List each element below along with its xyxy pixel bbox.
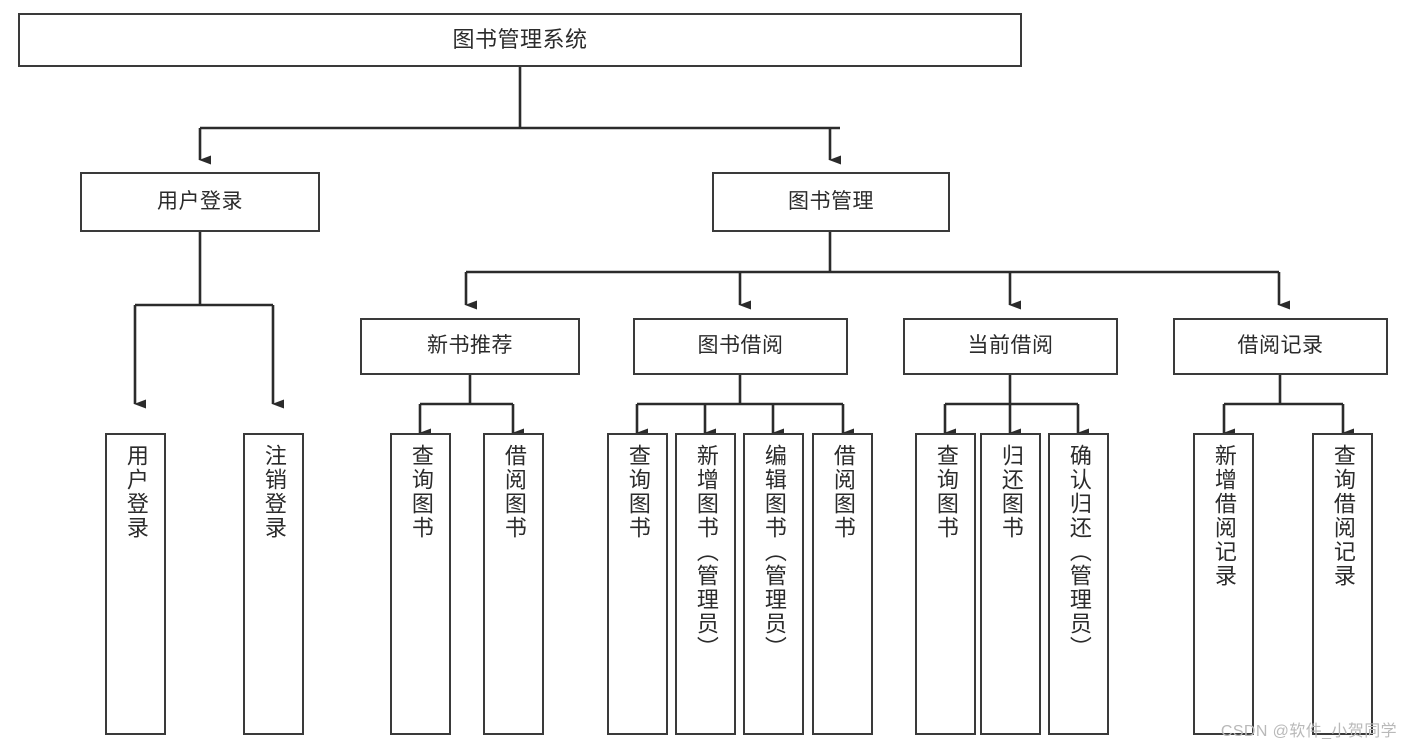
node-label: 借阅图书 bbox=[830, 444, 856, 540]
edges-bookborrow-to-leaves bbox=[635, 375, 854, 438]
node-label: 查询图书 bbox=[625, 444, 651, 540]
leaf-query-borrow-record[interactable]: 查询借阅记录 bbox=[1312, 433, 1373, 735]
edges-userlogin-to-leaves bbox=[133, 232, 284, 409]
node-label: 借阅记录 bbox=[1237, 334, 1324, 358]
node-label: 图书管理系统 bbox=[452, 27, 588, 53]
leaf-query-book-recommend[interactable]: 查询图书 bbox=[390, 433, 451, 735]
leaf-return-book[interactable]: 归还图书 bbox=[980, 433, 1041, 735]
node-label: 新书推荐 bbox=[427, 334, 513, 358]
leaf-borrow-book-recommend[interactable]: 借阅图书 bbox=[483, 433, 544, 735]
leaf-confirm-return-admin[interactable]: 确认归还（管理员） bbox=[1048, 433, 1109, 735]
watermark-text: CSDN @软件_小贺同学 bbox=[1220, 723, 1397, 740]
leaf-edit-book-admin[interactable]: 编辑图书（管理员） bbox=[743, 433, 804, 735]
node-new-book-recommend[interactable]: 新书推荐 bbox=[360, 318, 580, 375]
node-label: 注销登录 bbox=[261, 444, 287, 540]
node-label: 借阅图书 bbox=[501, 444, 527, 540]
node-label: 新增借阅记录 bbox=[1211, 444, 1237, 588]
node-label: 图书借阅 bbox=[697, 334, 784, 358]
node-book-manage[interactable]: 图书管理 bbox=[712, 172, 950, 232]
edges-borrowrecord-to-leaves bbox=[1222, 375, 1354, 438]
leaf-query-book-current[interactable]: 查询图书 bbox=[915, 433, 976, 735]
node-label: 用户登录 bbox=[157, 189, 243, 213]
node-label: 确认归还（管理员） bbox=[1066, 444, 1092, 660]
node-current-borrow[interactable]: 当前借阅 bbox=[903, 318, 1118, 375]
leaf-borrow-book[interactable]: 借阅图书 bbox=[812, 433, 873, 735]
node-label: 用户登录 bbox=[123, 444, 149, 540]
node-label: 图书管理 bbox=[788, 189, 874, 213]
leaf-user-login[interactable]: 用户登录 bbox=[105, 433, 166, 735]
edges-newbook-to-leaves bbox=[418, 375, 524, 438]
node-label: 新增图书（管理员） bbox=[693, 444, 719, 660]
edges-currentborrow-to-leaves bbox=[943, 375, 1089, 438]
node-root-book-management-system[interactable]: 图书管理系统 bbox=[18, 13, 1022, 67]
node-label: 查询图书 bbox=[933, 444, 959, 540]
leaf-add-borrow-record[interactable]: 新增借阅记录 bbox=[1193, 433, 1254, 735]
leaf-add-book-admin[interactable]: 新增图书（管理员） bbox=[675, 433, 736, 735]
node-label: 编辑图书（管理员） bbox=[761, 444, 787, 660]
node-label: 当前借阅 bbox=[967, 334, 1054, 358]
leaf-query-book-borrow[interactable]: 查询图书 bbox=[607, 433, 668, 735]
node-book-borrow[interactable]: 图书借阅 bbox=[633, 318, 848, 375]
node-label: 查询图书 bbox=[408, 444, 434, 540]
edges-root-to-level1 bbox=[198, 67, 841, 165]
leaf-logout-login[interactable]: 注销登录 bbox=[243, 433, 304, 735]
node-label: 归还图书 bbox=[998, 444, 1024, 540]
node-borrow-record[interactable]: 借阅记录 bbox=[1173, 318, 1388, 375]
edges-bookmanage-to-level2 bbox=[464, 232, 1290, 310]
node-user-login[interactable]: 用户登录 bbox=[80, 172, 320, 232]
node-label: 查询借阅记录 bbox=[1330, 444, 1356, 588]
